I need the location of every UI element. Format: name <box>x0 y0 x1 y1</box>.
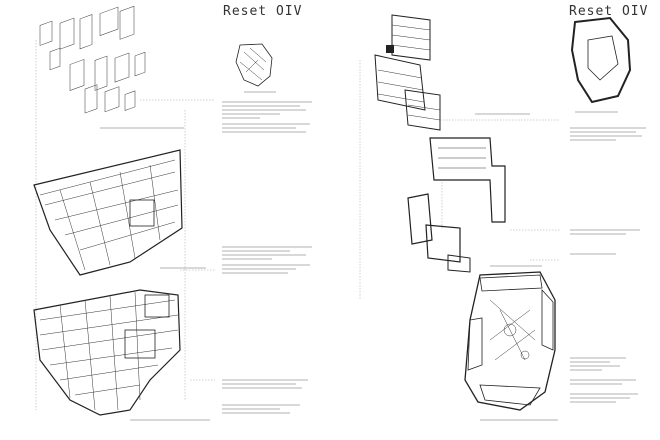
right-middle-blocks <box>407 137 506 273</box>
right-bottom-plan <box>464 271 556 411</box>
right-axonometric-blocks <box>374 14 441 131</box>
right-annotations <box>475 113 646 421</box>
left-axonometric-blocks <box>39 5 146 114</box>
right-sheet-drawing <box>359 14 646 421</box>
left-sheet: Reset OIV <box>33 4 312 421</box>
left-middle-plan <box>33 149 183 276</box>
right-key-plan <box>570 16 632 113</box>
left-sheet-title: Reset OIV <box>223 4 303 19</box>
left-annotations <box>100 101 312 421</box>
right-sheet: Reset OIV <box>330 0 660 440</box>
left-sheet-drawing <box>33 5 312 421</box>
right-projection-lines <box>359 60 560 300</box>
left-key-plan <box>235 43 276 93</box>
left-bottom-plan <box>33 289 181 416</box>
right-sheet-title: Reset OIV <box>569 4 649 19</box>
left-projection-lines <box>35 40 215 410</box>
